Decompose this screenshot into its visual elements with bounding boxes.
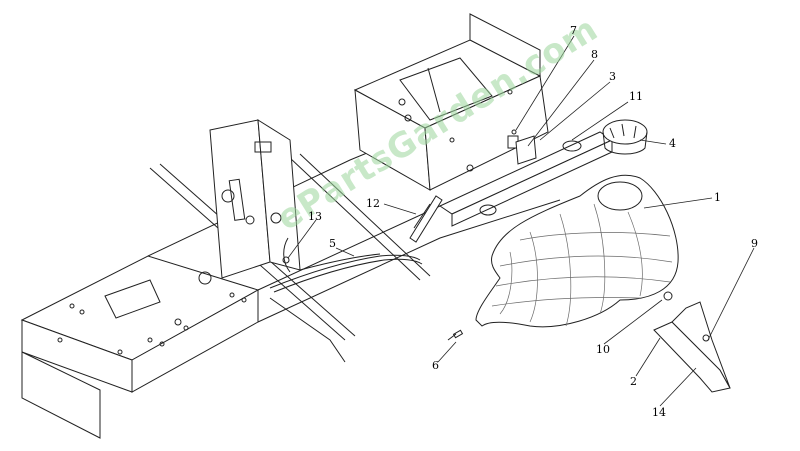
callout-4: 4 [669, 137, 676, 150]
frame-rear-box [353, 13, 549, 191]
part-10-nut [663, 291, 673, 301]
callout-3: 3 [609, 70, 616, 83]
callout-8: 8 [591, 48, 598, 61]
callout-13: 13 [308, 210, 322, 223]
part-12-bracket [409, 195, 443, 243]
callout-1: 1 [714, 191, 721, 204]
part-6-fitting [447, 329, 464, 341]
part-7-8-clip [507, 129, 537, 165]
part-1-fuel-tank [475, 174, 679, 328]
callout-14: 14 [652, 406, 666, 419]
callout-2: 2 [630, 375, 637, 388]
callout-9: 9 [751, 237, 758, 250]
callout-12: 12 [366, 197, 380, 210]
callout-11: 11 [629, 90, 643, 103]
callout-7: 7 [570, 24, 577, 37]
callout-leader-lines [287, 35, 755, 407]
part-4-fuel-cap [602, 119, 648, 155]
callout-5: 5 [329, 237, 336, 250]
part-2-14-strap-bracket [653, 301, 731, 393]
frame-upright-bracket [209, 119, 301, 279]
rear-crossbar [438, 131, 614, 227]
callout-6: 6 [432, 359, 439, 372]
frame-front-plate [20, 255, 260, 439]
part-5-wire-harness [269, 253, 423, 293]
callout-10: 10 [596, 343, 610, 356]
part-13-cable [282, 237, 291, 273]
